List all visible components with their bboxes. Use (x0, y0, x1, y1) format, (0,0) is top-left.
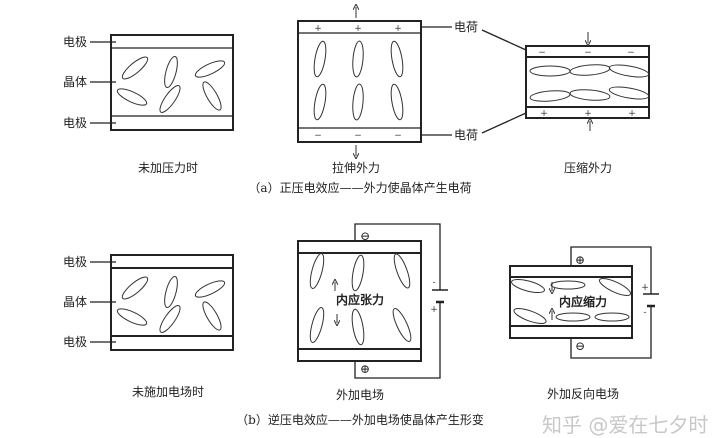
caption-b2: 外加电场 (336, 388, 384, 402)
svg-text:-: - (432, 278, 435, 288)
caption-a3: 压缩外力 (564, 160, 612, 175)
charge-label: 电荷 (454, 20, 478, 34)
svg-text:+: + (354, 24, 362, 34)
svg-text:+: + (584, 109, 592, 119)
svg-text:−: − (584, 48, 592, 58)
watermark: 知乎 @爱在七夕时 (542, 413, 708, 437)
panel-b3-crystal (509, 246, 659, 359)
charge-label: 电荷 (454, 128, 478, 142)
internal-tension-label: 内应张力 (336, 292, 384, 307)
terminal-top: ⊕ (575, 253, 585, 267)
electrode-label: 电极 (63, 35, 87, 49)
electrode-label: 电极 (63, 116, 87, 130)
panel-b1-crystal (90, 254, 234, 351)
caption-a1: 未加压力时 (138, 161, 198, 175)
caption-part-b: （b）逆压电效应——外加电场使晶体产生形变 (236, 412, 484, 427)
svg-text:+: + (628, 109, 636, 119)
svg-text:−: − (538, 48, 546, 58)
dipoles (116, 40, 650, 346)
caption-b3: 外加反向电场 (547, 386, 619, 401)
panel-b2-crystal (297, 223, 448, 379)
panel-a2-crystal (297, 20, 527, 143)
internal-compression-label: 内应缩力 (559, 294, 607, 309)
force-arrows (335, 7, 590, 323)
crystal-label: 晶体 (63, 295, 87, 309)
crystal-label: 晶体 (63, 75, 87, 89)
svg-text:-: - (643, 308, 646, 318)
electrode-label: 电极 (63, 335, 87, 349)
svg-text:−: − (314, 131, 322, 141)
svg-text:+: + (394, 24, 402, 34)
svg-text:−: − (354, 131, 362, 141)
terminal-top: ⊖ (360, 229, 370, 243)
caption-b1: 未施加电场时 (132, 385, 204, 399)
terminal-bottom: ⊖ (575, 339, 585, 353)
caption-part-a: （a）正压电效应——外力使晶体产生电荷 (248, 180, 471, 195)
panel-a1-crystal (90, 34, 234, 131)
electrode-label: 电极 (63, 255, 87, 269)
terminal-bottom: ⊕ (360, 362, 370, 376)
svg-text:−: − (627, 48, 635, 58)
caption-a2: 拉伸外力 (332, 160, 380, 175)
electrode-signs: + + + − − − − − − + + + - + + - (314, 24, 649, 318)
svg-text:+: + (641, 283, 649, 293)
svg-text:−: − (394, 131, 402, 141)
svg-text:+: + (314, 24, 322, 34)
svg-text:+: + (430, 305, 438, 315)
svg-text:+: + (540, 109, 548, 119)
